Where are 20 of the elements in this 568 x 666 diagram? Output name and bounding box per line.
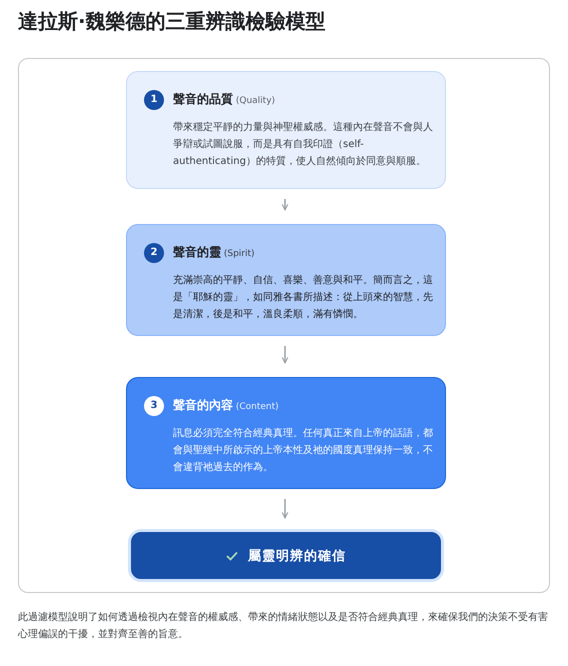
step-number: 3	[144, 396, 164, 416]
step-description: 訊息必須完全符合經典真理。任何真正來自上帝的話語，都會與聖經中所啟示的上帝本性及祂的國度真理保持一致，不會違背祂過去的作為。	[173, 426, 434, 475]
panel-background	[18, 58, 550, 593]
step-number: 2	[144, 243, 164, 263]
conclusion-text: 屬靈明辨的確信	[248, 548, 346, 564]
caption-text: 此過濾模型說明了如何透過檢視內在聲音的權威感、帶來的情緒狀態以及是否符合經典真理，來確保我們的決策不受有害心理偏誤的干擾，並對齊至善的旨意。	[18, 610, 549, 642]
diagram-title: 達拉斯·魏樂德的三重辨識檢驗模型	[18, 8, 326, 35]
step-description: 充滿崇高的平靜、自信、喜樂、善意與和平。簡而言之，這是「耶穌的靈」，如同雅各書所描述：從上頭來的智慧，先是清潔，後是和平，溫良柔順，滿有憐憫。	[173, 274, 434, 322]
arrow	[282, 346, 288, 364]
step-card	[126, 377, 446, 489]
step-number: 1	[144, 90, 164, 110]
step-description: 帶來穩定平靜的力量與神聖權威感。這種內在聲音不會與人爭辯或試圖說服，而是具有自我印證（self-authenticating）的特質，使人自然傾向於同意與順服。	[173, 120, 434, 169]
conclusion-bar	[131, 532, 441, 579]
step-card	[126, 71, 446, 189]
arrow	[282, 499, 288, 519]
step-heading: 聲音的靈 (Spirit)	[173, 244, 255, 261]
step-card	[126, 224, 446, 336]
arrow	[282, 199, 288, 211]
step-heading: 聲音的品質 (Quality)	[173, 91, 276, 108]
step-heading: 聲音的內容 (Content)	[173, 397, 279, 414]
